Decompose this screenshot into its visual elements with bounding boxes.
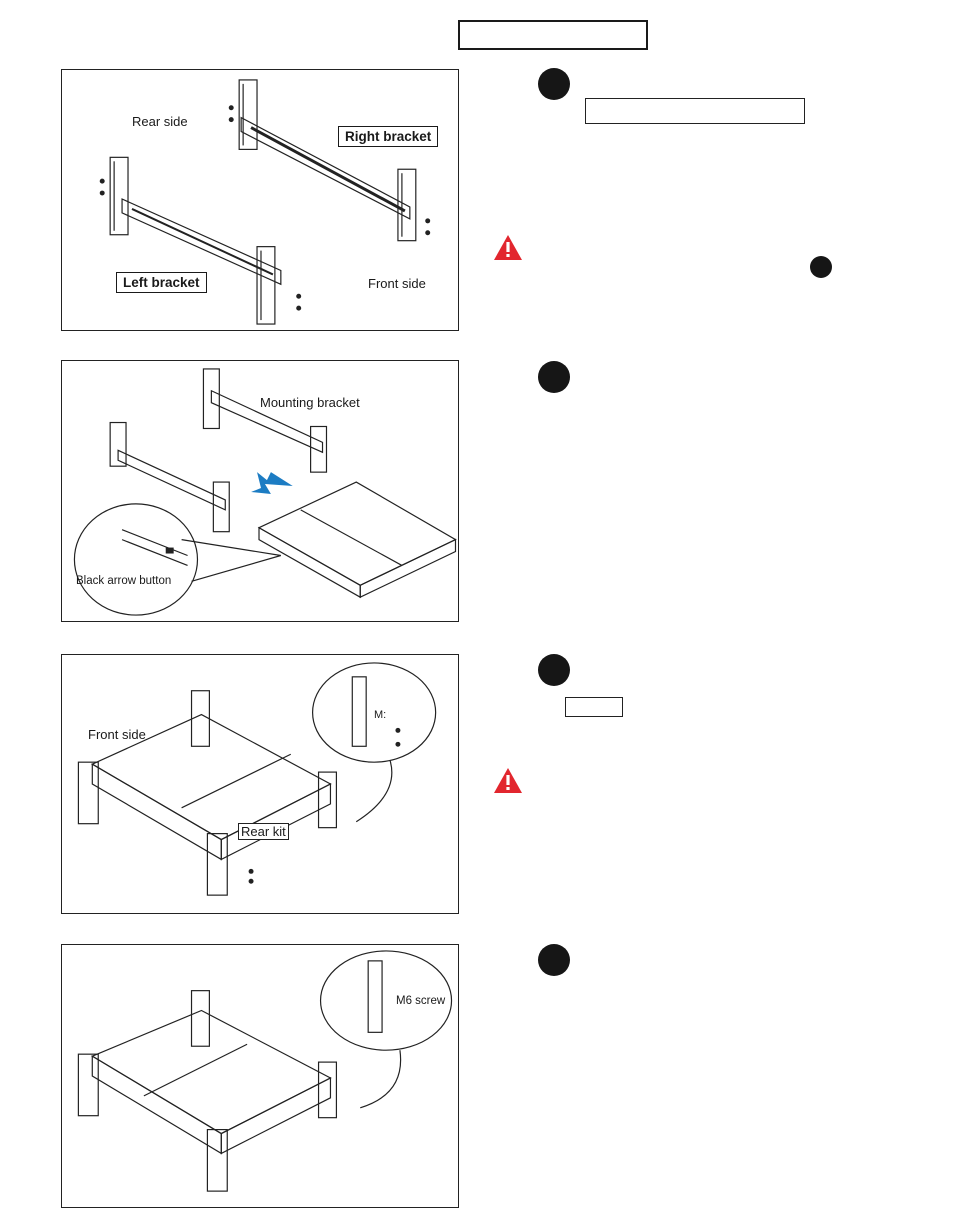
left-bracket-label: Left bracket [116,272,207,293]
section-title-box [458,20,648,50]
right-bracket-label: Right bracket [338,126,439,147]
step-marker [538,361,570,393]
figure-4-m6-screw: M6 screw [61,944,459,1208]
figure-1-bracket-installation: Rear side Right bracket Left bracket Fro… [61,69,459,331]
blank-label-box [585,98,805,124]
rear-kit-label: Rear kit [238,823,289,840]
rear-side-label: Rear side [132,114,188,129]
screw-size-label: M: [374,709,387,721]
black-arrow-button-label: Black arrow button [76,575,172,587]
push-arrow-icon [251,472,293,494]
step-marker [538,68,570,100]
warning-icon [493,234,523,262]
warning-icon [493,767,523,795]
rear-kit-diagram [77,662,437,896]
step-marker-inline [810,256,832,278]
front-side-label: Front side [88,727,146,742]
figure-3-rear-kit: Front side Rear kit M: [61,654,459,914]
blank-label-box [565,697,623,717]
front-side-label: Front side [368,276,426,291]
mounting-bracket-label: Mounting bracket [260,395,360,410]
mounting-diagram [73,368,457,616]
m6-screw-label: M6 screw [396,995,446,1007]
step-marker [538,654,570,686]
bracket-diagram [99,79,431,325]
step-marker [538,944,570,976]
figure-2-mounting-bracket: Mounting bracket Black arrow button [61,360,459,622]
m6-screw-diagram [77,950,453,1192]
